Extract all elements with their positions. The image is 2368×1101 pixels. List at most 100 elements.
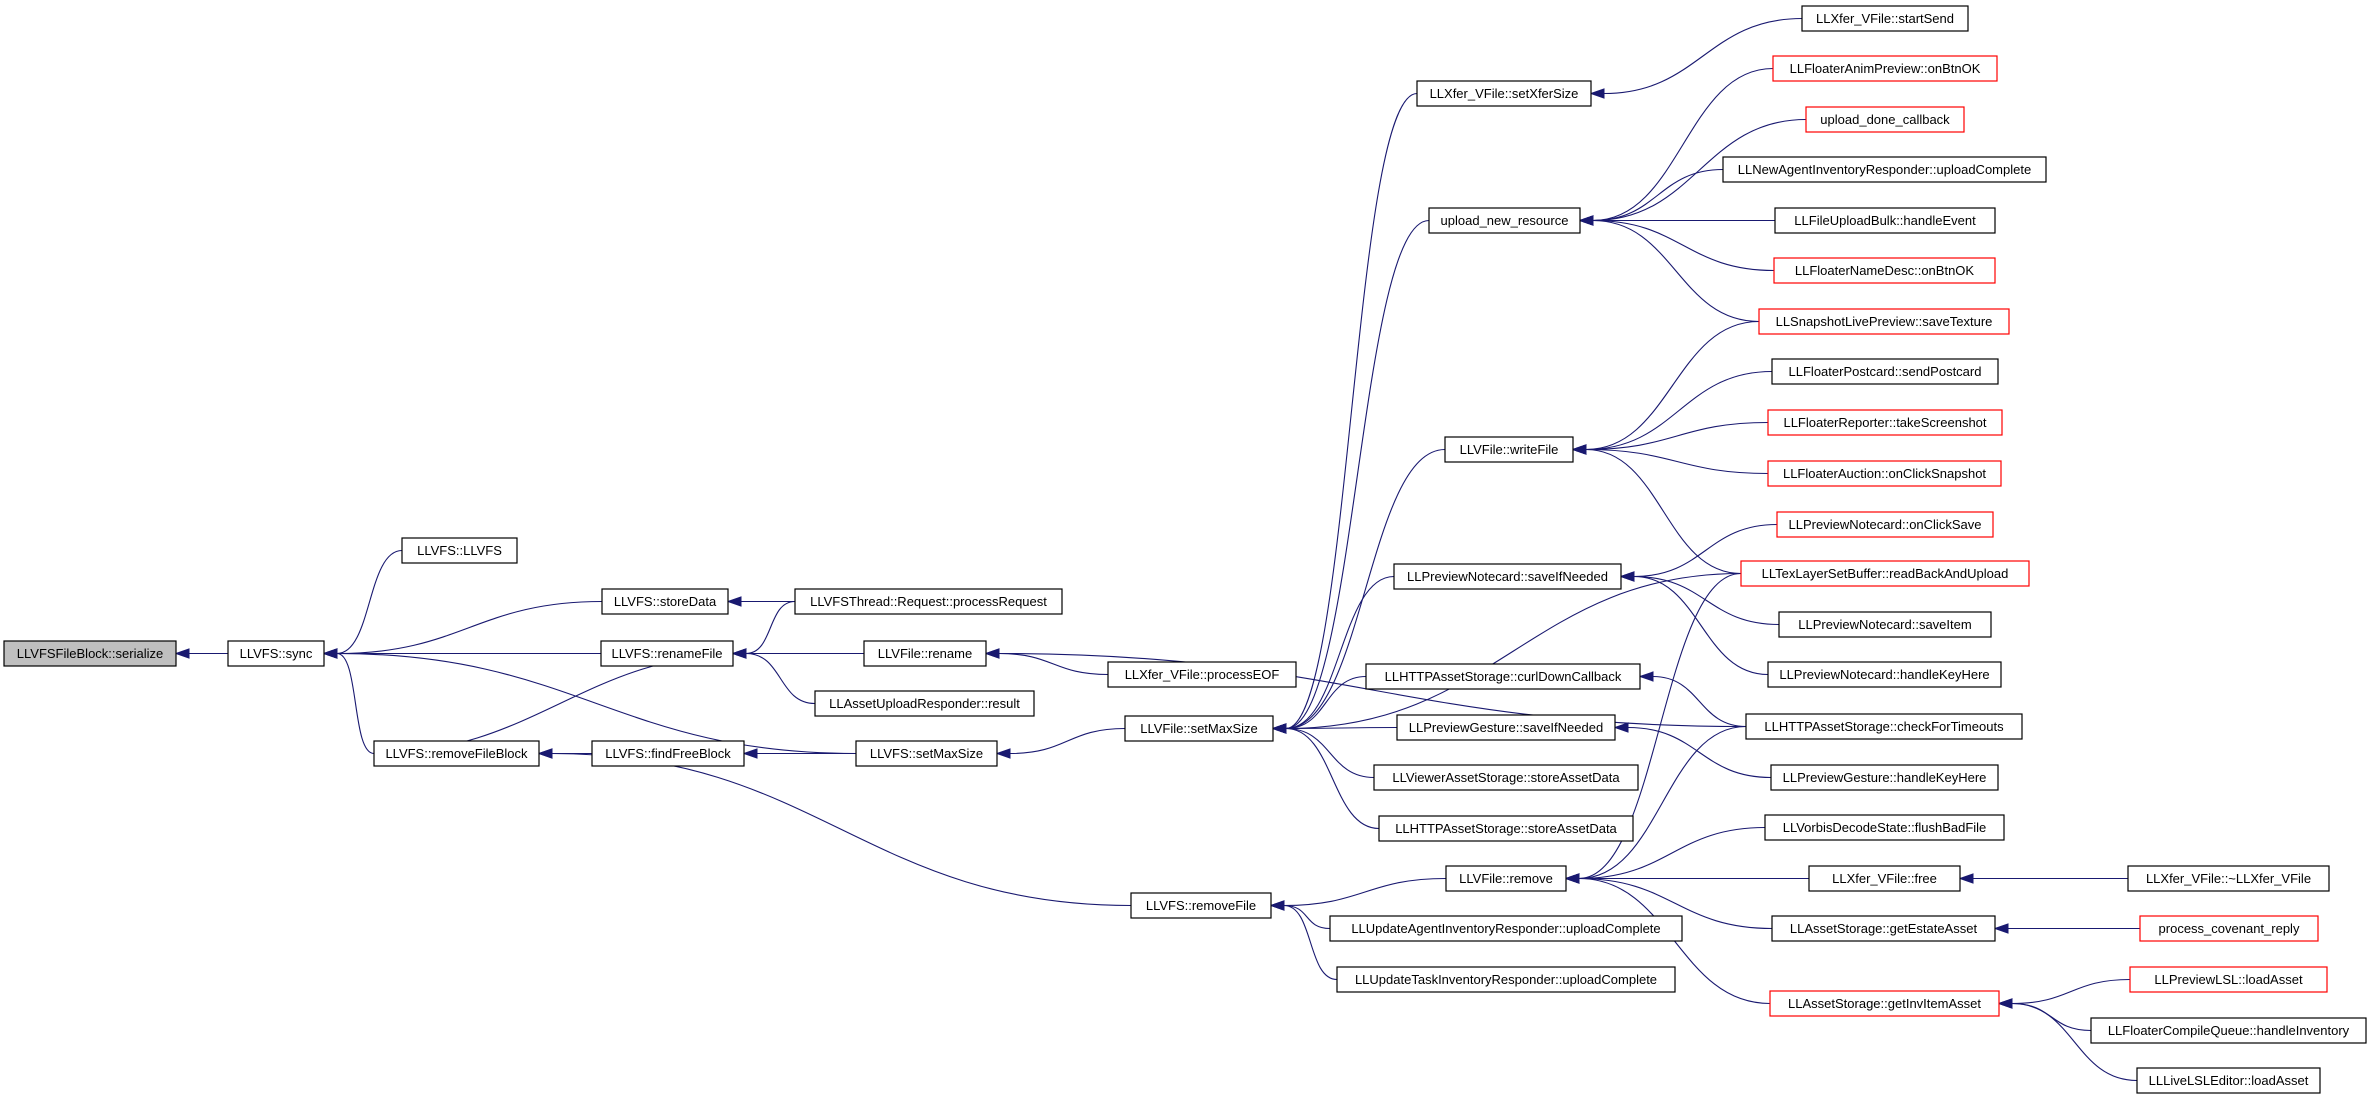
node-box[interactable]: [855, 740, 998, 767]
node-box[interactable]: [1773, 257, 1996, 284]
node-box[interactable]: [227, 640, 325, 667]
node-xferFree[interactable]: LLXfer_VFile::free: [1808, 865, 1961, 892]
node-box[interactable]: [2127, 865, 2330, 892]
node-curlDown[interactable]: LLHTTPAssetStorage::curlDownCallback: [1365, 663, 1641, 690]
node-box[interactable]: [1767, 661, 2002, 688]
node-box[interactable]: [1774, 207, 1996, 234]
node-setXferSize[interactable]: LLXfer_VFile::setXferSize: [1416, 80, 1592, 107]
node-removeFile[interactable]: LLVFS::removeFile: [1130, 892, 1272, 919]
node-box[interactable]: [1764, 814, 2005, 841]
node-notecardSaveItem[interactable]: LLPreviewNotecard::saveItem: [1778, 611, 1992, 638]
node-vfileSetMaxSize[interactable]: LLVFile::setMaxSize: [1124, 715, 1274, 742]
node-box[interactable]: [1378, 815, 1634, 842]
node-box[interactable]: [1130, 892, 1272, 919]
node-notecardKey[interactable]: LLPreviewNotecard::handleKeyHere: [1767, 661, 2002, 688]
node-startSend[interactable]: LLXfer_VFile::startSend: [1801, 5, 1969, 32]
node-uploadNewResource[interactable]: upload_new_resource: [1428, 207, 1581, 234]
node-box[interactable]: [1329, 915, 1683, 942]
node-box[interactable]: [1124, 715, 1274, 742]
node-box[interactable]: [863, 640, 987, 667]
node-previewLSL[interactable]: LLPreviewLSL::loadAsset: [2129, 966, 2328, 993]
node-checkTimeouts[interactable]: LLHTTPAssetStorage::checkForTimeouts: [1745, 713, 2023, 740]
node-box[interactable]: [3, 640, 177, 667]
node-vfsSetMaxSize[interactable]: LLVFS::setMaxSize: [855, 740, 998, 767]
node-updateAgent[interactable]: LLUpdateAgentInventoryResponder::uploadC…: [1329, 915, 1683, 942]
node-box[interactable]: [2090, 1017, 2367, 1044]
node-box[interactable]: [2139, 915, 2319, 942]
node-newAgentInv[interactable]: LLNewAgentInventoryResponder::uploadComp…: [1722, 156, 2047, 183]
node-box[interactable]: [601, 588, 729, 615]
node-box[interactable]: [1767, 409, 2003, 436]
node-root[interactable]: LLVFSFileBlock::serialize: [3, 640, 177, 667]
node-box[interactable]: [1396, 714, 1616, 741]
node-estateAsset[interactable]: LLAssetStorage::getEstateAsset: [1771, 915, 1996, 942]
node-box[interactable]: [1778, 611, 1992, 638]
node-vorbis[interactable]: LLVorbisDecodeState::flushBadFile: [1764, 814, 2005, 841]
node-processEOF[interactable]: LLXfer_VFile::processEOF: [1107, 661, 1297, 688]
node-box[interactable]: [1428, 207, 1581, 234]
node-box[interactable]: [1444, 436, 1574, 463]
node-storeData[interactable]: LLVFS::storeData: [601, 588, 729, 615]
node-notecardSave[interactable]: LLPreviewNotecard::saveIfNeeded: [1393, 563, 1622, 590]
node-vfileRemove[interactable]: LLVFile::remove: [1445, 865, 1567, 892]
node-box[interactable]: [1416, 80, 1592, 107]
node-renameFile[interactable]: LLVFS::renameFile: [600, 640, 734, 667]
node-viewerStore[interactable]: LLViewerAssetStorage::storeAssetData: [1373, 764, 1639, 791]
node-findFreeBlock[interactable]: LLVFS::findFreeBlock: [591, 740, 745, 767]
node-box[interactable]: [1740, 560, 2030, 587]
node-animPreview[interactable]: LLFloaterAnimPreview::onBtnOK: [1772, 55, 1998, 82]
node-assetUploadResult[interactable]: LLAssetUploadResponder::result: [814, 690, 1035, 717]
node-covenant[interactable]: process_covenant_reply: [2139, 915, 2319, 942]
node-httpStore[interactable]: LLHTTPAssetStorage::storeAssetData: [1378, 815, 1634, 842]
node-box[interactable]: [1769, 990, 2000, 1017]
node-box[interactable]: [1805, 106, 1965, 133]
node-box[interactable]: [794, 588, 1063, 615]
node-gestureSave[interactable]: LLPreviewGesture::saveIfNeeded: [1396, 714, 1616, 741]
node-uploadDone[interactable]: upload_done_callback: [1805, 106, 1965, 133]
node-box[interactable]: [1365, 663, 1641, 690]
node-box[interactable]: [2136, 1067, 2321, 1094]
node-box[interactable]: [1771, 915, 1996, 942]
node-processRequest[interactable]: LLVFSThread::Request::processRequest: [794, 588, 1063, 615]
node-box[interactable]: [600, 640, 734, 667]
node-box[interactable]: [1373, 764, 1639, 791]
node-texLayer[interactable]: LLTexLayerSetBuffer::readBackAndUpload: [1740, 560, 2030, 587]
node-box[interactable]: [1771, 358, 1999, 385]
node-box[interactable]: [1393, 563, 1622, 590]
node-box[interactable]: [1722, 156, 2047, 183]
node-nameDesc[interactable]: LLFloaterNameDesc::onBtnOK: [1773, 257, 1996, 284]
node-compileQueue[interactable]: LLFloaterCompileQueue::handleInventory: [2090, 1017, 2367, 1044]
node-removeFileBlock[interactable]: LLVFS::removeFileBlock: [373, 740, 540, 767]
node-box[interactable]: [1445, 865, 1567, 892]
node-box[interactable]: [1336, 966, 1676, 993]
node-box[interactable]: [1772, 55, 1998, 82]
node-sync[interactable]: LLVFS::sync: [227, 640, 325, 667]
node-box[interactable]: [2129, 966, 2328, 993]
node-invItemAsset[interactable]: LLAssetStorage::getInvItemAsset: [1769, 990, 2000, 1017]
node-postcard[interactable]: LLFloaterPostcard::sendPostcard: [1771, 358, 1999, 385]
node-box[interactable]: [1767, 460, 2002, 487]
node-box[interactable]: [814, 690, 1035, 717]
node-box[interactable]: [373, 740, 540, 767]
node-liveLSL[interactable]: LLLiveLSLEditor::loadAsset: [2136, 1067, 2321, 1094]
node-auction[interactable]: LLFloaterAuction::onClickSnapshot: [1767, 460, 2002, 487]
node-box[interactable]: [401, 537, 518, 564]
node-box[interactable]: [1808, 865, 1961, 892]
node-box[interactable]: [1770, 764, 1999, 791]
node-box[interactable]: [1745, 713, 2023, 740]
node-gestureKey[interactable]: LLPreviewGesture::handleKeyHere: [1770, 764, 1999, 791]
node-llvfs[interactable]: LLVFS::LLVFS: [401, 537, 518, 564]
node-box[interactable]: [1107, 661, 1297, 688]
node-fileUploadBulk[interactable]: LLFileUploadBulk::handleEvent: [1774, 207, 1996, 234]
node-box[interactable]: [1801, 5, 1969, 32]
node-xferDtor[interactable]: LLXfer_VFile::~LLXfer_VFile: [2127, 865, 2330, 892]
node-box[interactable]: [1776, 511, 1994, 538]
node-reporter[interactable]: LLFloaterReporter::takeScreenshot: [1767, 409, 2003, 436]
node-vfileRename[interactable]: LLVFile::rename: [863, 640, 987, 667]
node-updateTask[interactable]: LLUpdateTaskInventoryResponder::uploadCo…: [1336, 966, 1676, 993]
node-snapshotSave[interactable]: LLSnapshotLivePreview::saveTexture: [1758, 308, 2010, 335]
node-box[interactable]: [591, 740, 745, 767]
node-notecardClickSave[interactable]: LLPreviewNotecard::onClickSave: [1776, 511, 1994, 538]
node-box[interactable]: [1758, 308, 2010, 335]
node-writeFile[interactable]: LLVFile::writeFile: [1444, 436, 1574, 463]
